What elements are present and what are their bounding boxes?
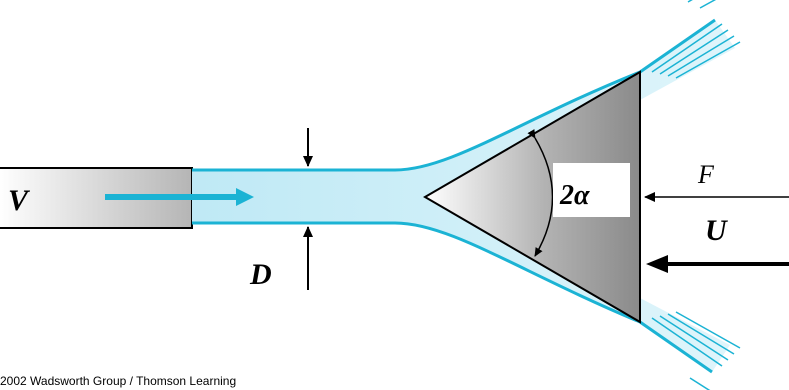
angle-label-box bbox=[553, 163, 630, 217]
flow-arrow-head bbox=[236, 188, 254, 206]
jet-edge-lower bbox=[192, 221, 713, 374]
force-label: F bbox=[697, 160, 715, 189]
cone-velocity-arrow-head bbox=[646, 255, 668, 273]
jet-streaks-lower bbox=[651, 311, 741, 390]
angle-label: 2α bbox=[559, 180, 590, 211]
jet-edge-upper bbox=[192, 18, 716, 172]
velocity-label: V bbox=[8, 184, 31, 217]
jet-streaks-upper bbox=[651, 0, 741, 79]
copyright-credit: 2002 Wadsworth Group / Thomson Learning bbox=[0, 374, 236, 388]
diameter-label: D bbox=[249, 258, 272, 291]
cone-velocity-label: U bbox=[705, 214, 728, 247]
angle-arc bbox=[527, 129, 554, 257]
